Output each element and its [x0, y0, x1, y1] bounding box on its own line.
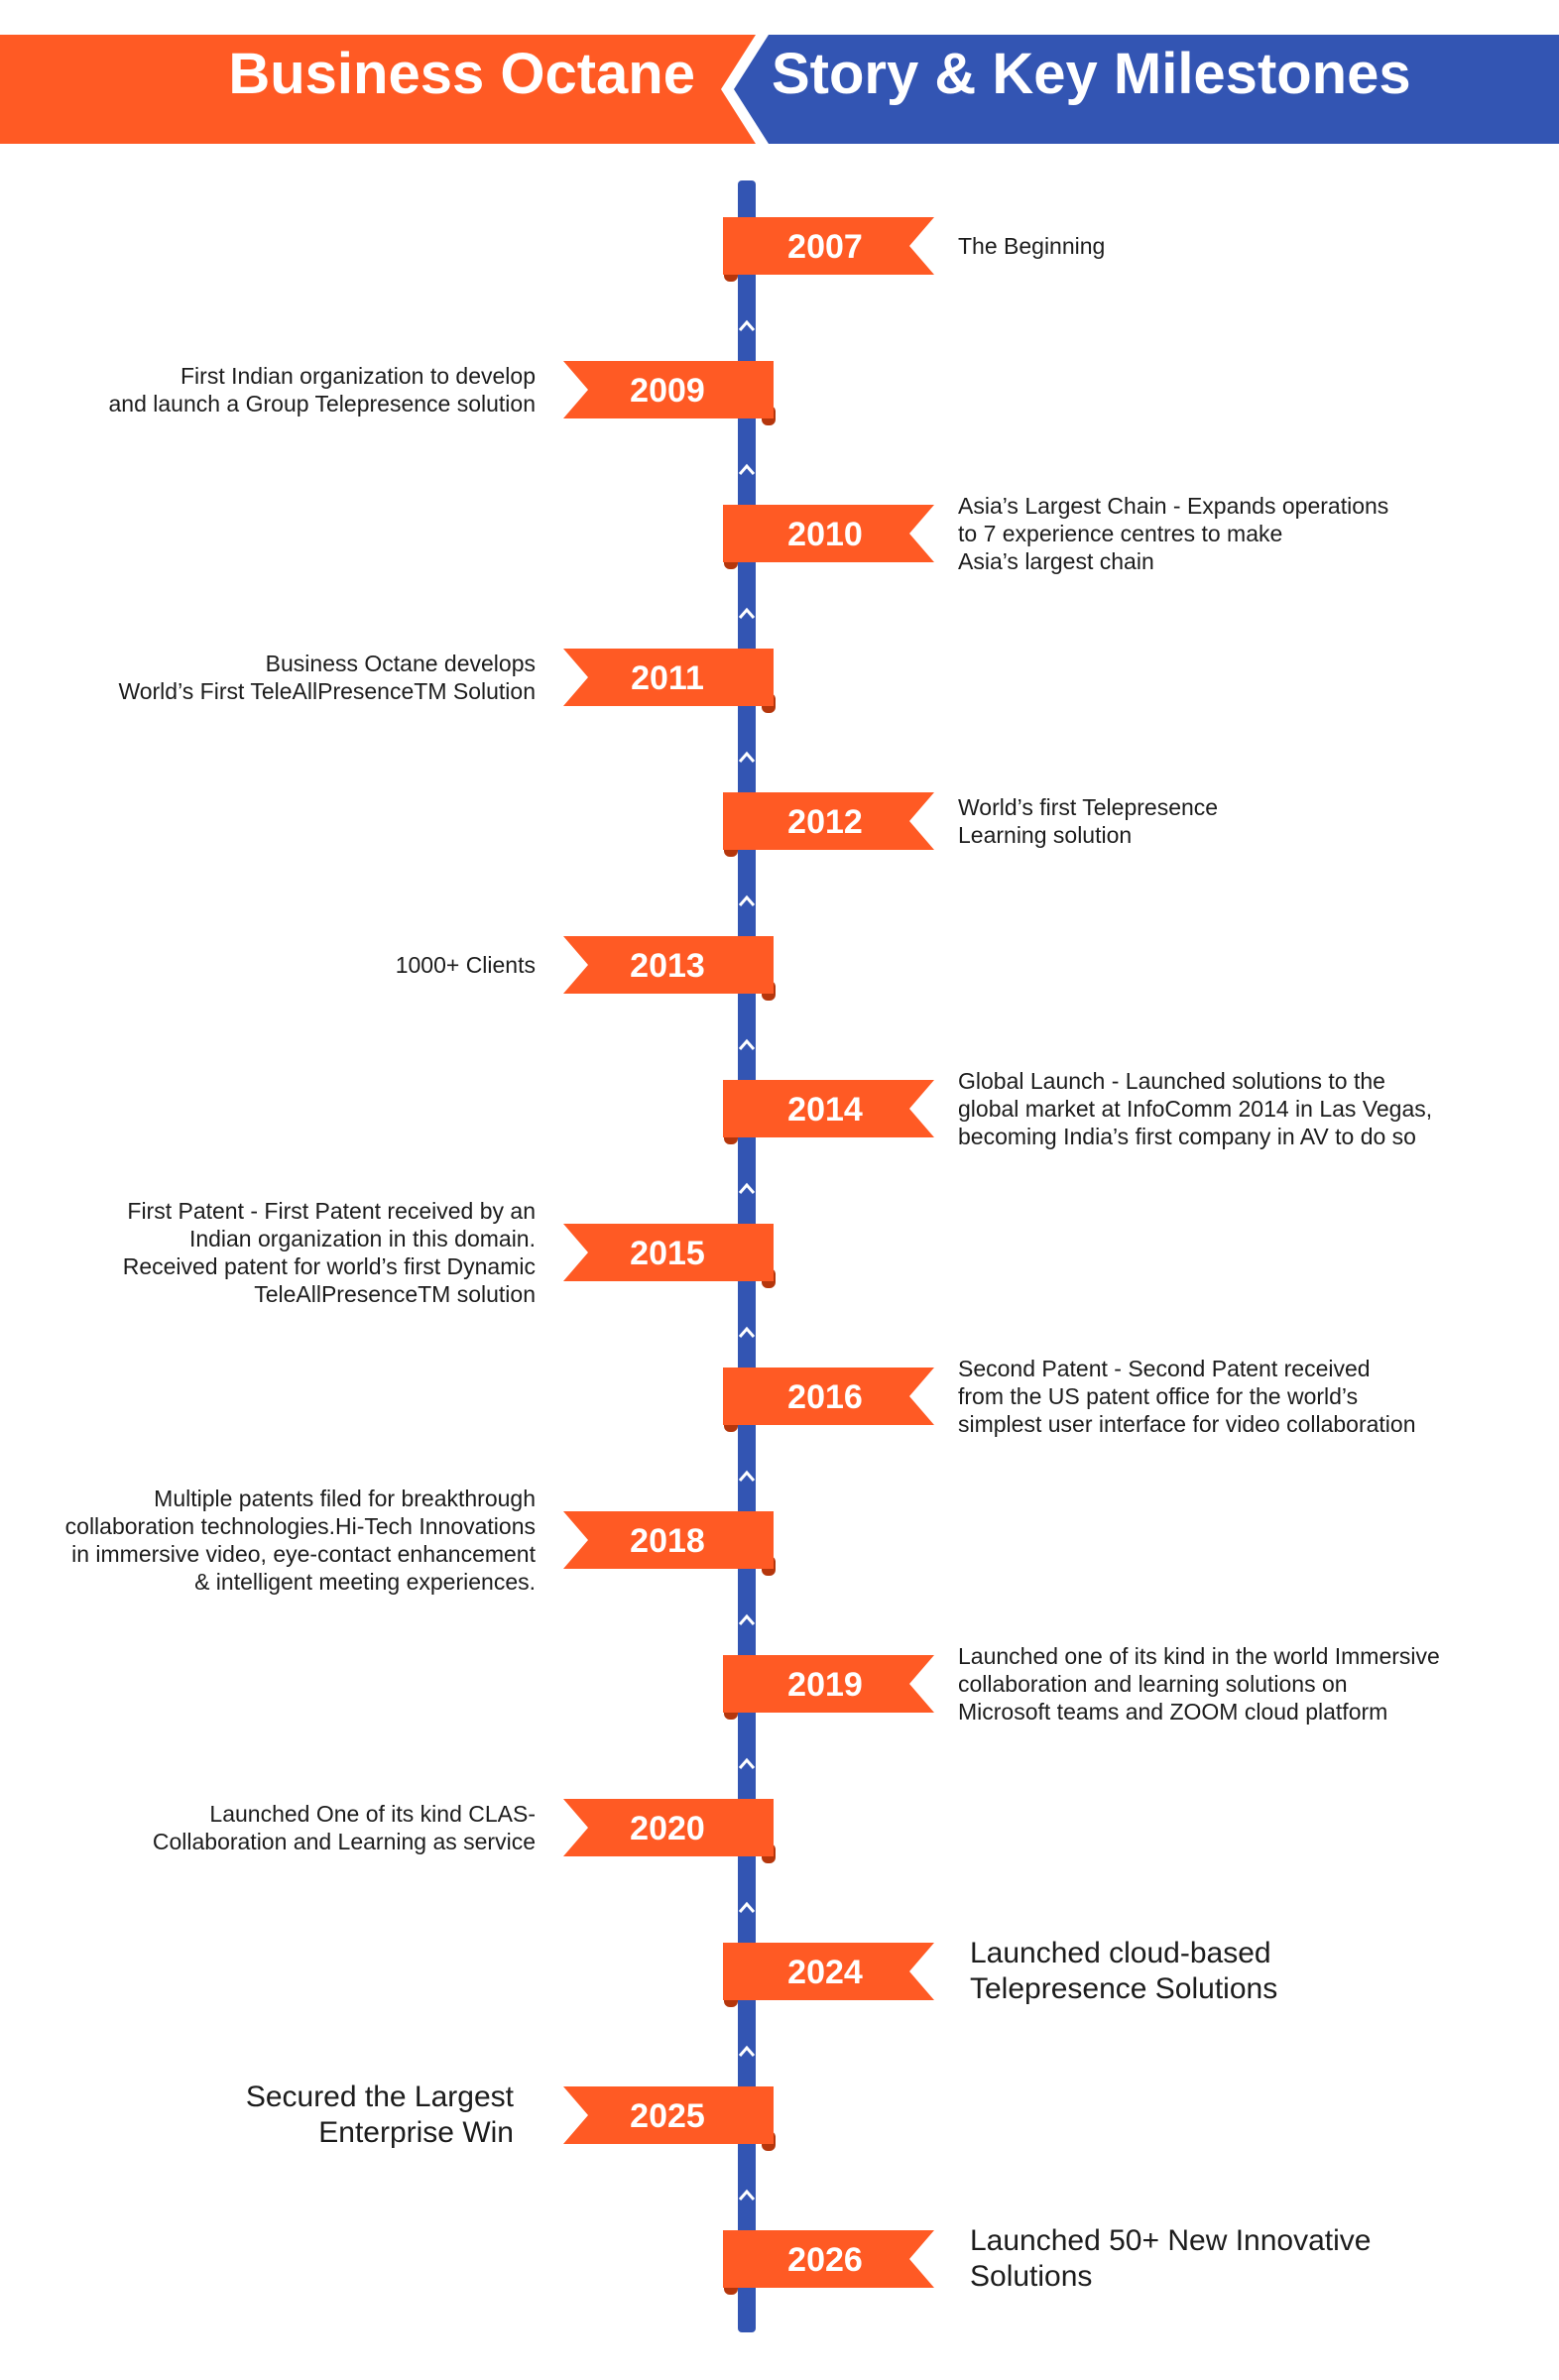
milestone-2026: 2026: [723, 2230, 934, 2295]
banner-right-panel: [734, 35, 1559, 144]
milestone-description: 1000+ Clients: [395, 952, 536, 978]
header-banner: [0, 35, 1559, 144]
milestone-2019: 2019: [723, 1655, 934, 1720]
year-label: 2010: [787, 516, 863, 553]
milestone-2007: 2007: [723, 217, 934, 282]
milestone-2010: 2010: [723, 505, 934, 569]
milestone-2009: 2009: [563, 361, 776, 425]
year-flag: [723, 1943, 934, 2000]
year-label: 2025: [630, 2097, 705, 2135]
axis-chevron-icon: [738, 894, 756, 906]
milestone-description: Asia’s Largest Chain - Expands operation…: [958, 493, 1389, 574]
milestone-description: Second Patent - Second Patent received f…: [958, 1356, 1416, 1437]
year-flag: [723, 1368, 934, 1425]
axis-chevron-icon: [738, 1757, 756, 1769]
milestone-description: Business Octane develops World’s First T…: [118, 651, 536, 704]
year-flag: [723, 792, 934, 850]
milestone-description: World’s first Telepresence Learning solu…: [958, 794, 1219, 848]
milestone-description: Global Launch - Launched solutions to th…: [958, 1068, 1433, 1149]
milestone-description: Launched One of its kind CLAS- Collabora…: [152, 1801, 536, 1854]
milestone-2020: 2020: [563, 1799, 776, 1863]
milestone-description: Launched cloud-based Telepresence Soluti…: [970, 1937, 1278, 2005]
banner-title-right: Story & Key Milestones: [772, 42, 1411, 106]
milestone-description: The Beginning: [958, 233, 1106, 259]
banner-title-left: Business Octane: [228, 42, 695, 106]
year-label: 2020: [630, 1810, 705, 1847]
year-label: 2013: [630, 947, 705, 985]
axis-chevron-icon: [738, 319, 756, 331]
axis-chevron-icon: [738, 607, 756, 619]
axis-chevron-icon: [738, 1470, 756, 1482]
milestone-2011: 2011: [563, 649, 776, 713]
year-flag: [563, 936, 774, 994]
banner-left-panel: [0, 35, 756, 144]
year-label: 2009: [630, 372, 705, 410]
milestone-description: First Patent - First Patent received by …: [122, 1198, 536, 1307]
milestone-description: Launched 50+ New Innovative Solutions: [970, 2224, 1372, 2293]
milestone-2014: 2014: [723, 1080, 934, 1144]
milestone-2013: 2013: [563, 936, 776, 1001]
year-flag: [723, 1080, 934, 1137]
milestone-description: Multiple patents filed for breakthrough …: [64, 1486, 536, 1595]
year-label: 2007: [787, 228, 863, 266]
year-flag: [563, 649, 774, 706]
axis-chevron-icon: [738, 751, 756, 763]
year-flag: [723, 2230, 934, 2288]
year-label: 2014: [787, 1091, 863, 1129]
year-label: 2015: [630, 1235, 705, 1272]
year-flag: [563, 1799, 774, 1856]
axis-chevron-icon: [738, 1326, 756, 1338]
milestone-description: Secured the Largest Enterprise Win: [245, 2081, 514, 2149]
axis-chevron-icon: [738, 1038, 756, 1050]
milestone-2016: 2016: [723, 1368, 934, 1432]
milestone-2012: 2012: [723, 792, 934, 857]
milestone-description: Launched one of its kind in the world Im…: [958, 1643, 1440, 1725]
axis-chevron-icon: [738, 1182, 756, 1194]
year-flag: [563, 2086, 774, 2144]
milestone-2025: 2025: [563, 2086, 776, 2151]
year-flag: [563, 1224, 774, 1281]
year-label: 2018: [630, 1522, 705, 1560]
year-label: 2016: [787, 1378, 863, 1416]
milestone-2024: 2024: [723, 1943, 934, 2007]
year-label: 2012: [787, 803, 863, 841]
year-flag: [723, 505, 934, 562]
year-label: 2019: [787, 1666, 863, 1704]
axis-chevron-icon: [738, 1613, 756, 1625]
year-label: 2011: [631, 659, 704, 697]
year-label: 2026: [787, 2241, 863, 2279]
milestone-2015: 2015: [563, 1224, 776, 1288]
axis-chevron-icon: [738, 2189, 756, 2201]
axis-chevron-icon: [738, 2045, 756, 2057]
year-flag: [723, 1655, 934, 1713]
milestone-2018: 2018: [563, 1511, 776, 1576]
year-label: 2024: [787, 1954, 863, 1991]
axis-chevron-icon: [738, 1901, 756, 1913]
year-flag: [723, 217, 934, 275]
axis-chevron-icon: [738, 463, 756, 475]
year-flag: [563, 1511, 774, 1569]
year-flag: [563, 361, 774, 418]
milestone-description: First Indian organization to develop and…: [108, 363, 537, 416]
